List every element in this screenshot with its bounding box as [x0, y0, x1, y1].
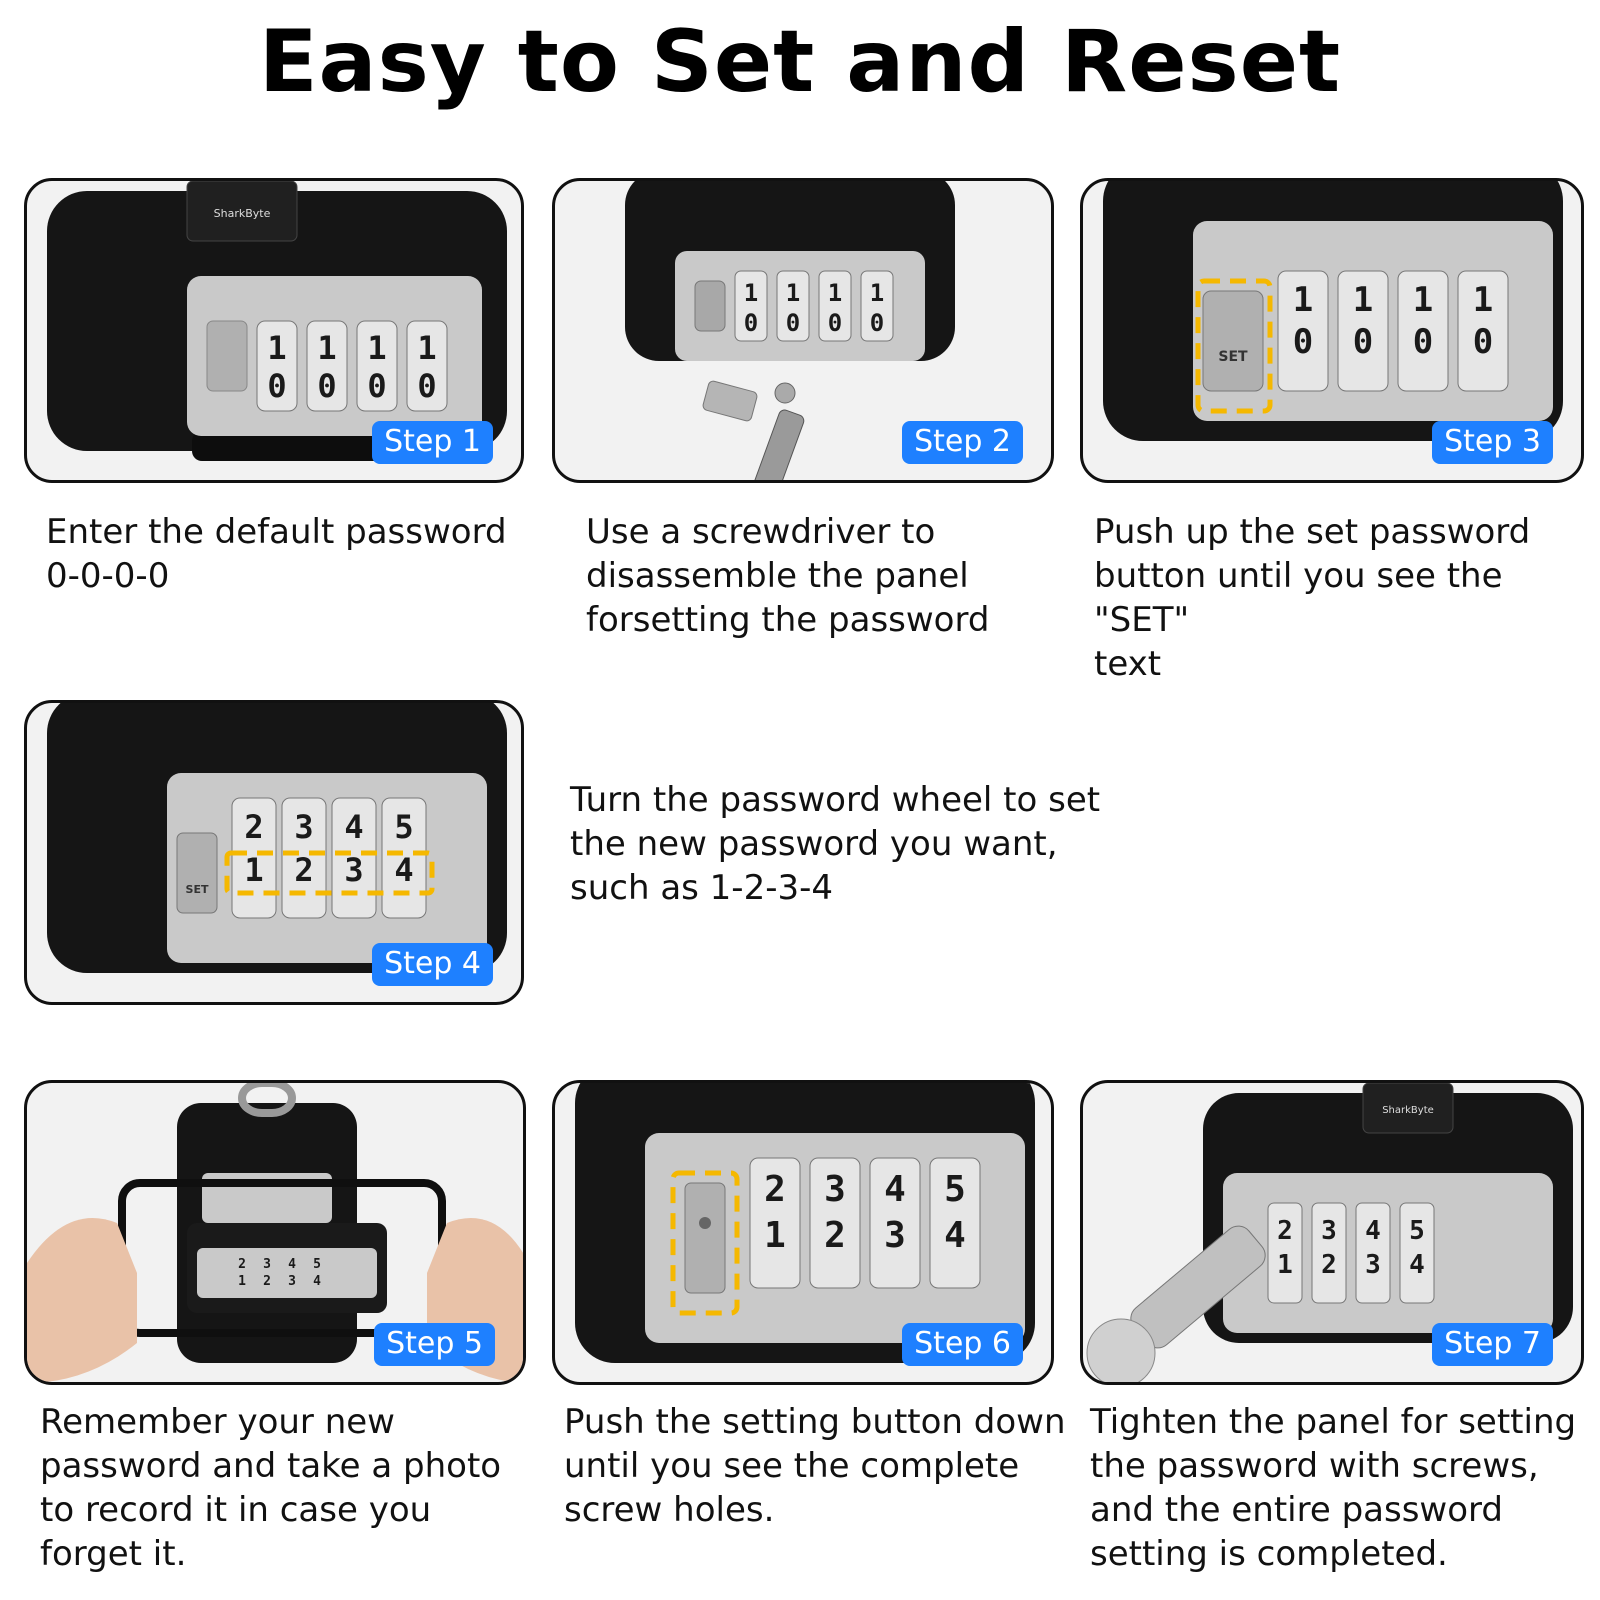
- step-badge: Step 1: [372, 421, 493, 464]
- step-4-card: SET 2 3 4 5 1 2 3 4 Step 4: [24, 700, 524, 1005]
- svg-text:4: 4: [394, 851, 413, 889]
- step-6-lock-illustration: 2 3 4 5 1 2 3 4: [575, 1083, 1035, 1363]
- svg-text:2: 2: [294, 851, 313, 889]
- step-badge: Step 5: [374, 1323, 495, 1366]
- svg-text:3: 3: [344, 851, 363, 889]
- step-7-card: SharkByte 2 3 4 5 1 2 3 4 Step 7: [1080, 1080, 1584, 1385]
- svg-text:1: 1: [1353, 280, 1373, 320]
- highlight-box: [224, 850, 435, 896]
- step-badge: Step 2: [902, 421, 1023, 464]
- svg-text:3: 3: [1365, 1250, 1381, 1280]
- step-4-description: Turn the password wheel to set the new p…: [570, 780, 1101, 908]
- svg-text:SharkByte: SharkByte: [1382, 1105, 1434, 1116]
- step-4-lock-illustration: SET 2 3 4 5 1 2 3 4: [47, 703, 507, 973]
- svg-text:0: 0: [1293, 322, 1313, 362]
- left-hand: [27, 1218, 137, 1382]
- svg-text:4: 4: [944, 1215, 966, 1256]
- svg-text:1: 1: [744, 279, 758, 307]
- svg-text:5: 5: [1409, 1216, 1425, 1246]
- svg-text:2: 2: [244, 808, 263, 846]
- svg-text:3: 3: [884, 1215, 906, 1256]
- highlight-box: [1195, 278, 1273, 414]
- step-7-lock-illustration: SharkByte 2 3 4 5 1 2 3 4: [1086, 1083, 1573, 1382]
- svg-text:1: 1: [786, 279, 800, 307]
- svg-text:0: 0: [267, 367, 286, 405]
- svg-text:2: 2: [263, 1274, 271, 1289]
- step-1-lock-illustration: SharkByte 1 1 1 1 0 0 0 0: [47, 181, 507, 461]
- svg-text:3: 3: [1321, 1216, 1337, 1246]
- step-badge: Step 3: [1432, 421, 1553, 464]
- svg-text:2: 2: [238, 1257, 246, 1272]
- svg-text:1: 1: [1413, 280, 1433, 320]
- svg-text:5: 5: [313, 1257, 321, 1272]
- step-7-description: Tighten the panel for setting the passwo…: [1090, 1402, 1577, 1574]
- step-2-card: 1 1 1 1 0 0 0 0 Step 2: [552, 178, 1054, 483]
- step-6-description: Push the setting button down until you s…: [564, 1402, 1066, 1530]
- svg-text:5: 5: [394, 808, 413, 846]
- svg-text:4: 4: [344, 808, 363, 846]
- svg-text:1: 1: [267, 329, 286, 367]
- set-label: SET: [1218, 349, 1248, 365]
- svg-text:2: 2: [824, 1215, 846, 1256]
- step-5-card: 2 3 4 5 1 2 3 4 Step 5: [24, 1080, 526, 1385]
- svg-text:1: 1: [367, 329, 386, 367]
- svg-text:0: 0: [417, 367, 436, 405]
- svg-text:4: 4: [288, 1257, 296, 1272]
- step-3-lock-illustration: SET 1 1 1 1 0 0 0 0: [1103, 181, 1563, 441]
- step-1-card: SharkByte 1 1 1 1 0 0 0 0 Step 1: [24, 178, 524, 483]
- svg-text:3: 3: [263, 1257, 271, 1272]
- svg-text:1: 1: [238, 1274, 246, 1289]
- svg-text:SET: SET: [186, 883, 209, 896]
- svg-text:4: 4: [1365, 1216, 1381, 1246]
- svg-text:0: 0: [1353, 322, 1373, 362]
- svg-text:1: 1: [1473, 280, 1493, 320]
- svg-text:4: 4: [313, 1274, 321, 1289]
- svg-text:4: 4: [1409, 1250, 1425, 1280]
- page-title: Easy to Set and Reset: [258, 12, 1342, 112]
- svg-text:0: 0: [870, 309, 884, 337]
- step-3-description: Push up the set password button until yo…: [1094, 512, 1531, 684]
- svg-text:1: 1: [828, 279, 842, 307]
- svg-text:2: 2: [1277, 1216, 1293, 1246]
- step-2-description: Use a screwdriver to disassemble the pan…: [586, 512, 990, 640]
- svg-text:1: 1: [1277, 1250, 1293, 1280]
- svg-text:2: 2: [764, 1169, 786, 1210]
- svg-text:4: 4: [884, 1169, 906, 1210]
- step-badge: Step 7: [1432, 1323, 1553, 1366]
- svg-text:1: 1: [417, 329, 436, 367]
- step-badge: Step 4: [372, 943, 493, 986]
- svg-text:3: 3: [824, 1169, 846, 1210]
- svg-text:3: 3: [288, 1274, 296, 1289]
- highlight-box: [670, 1170, 740, 1316]
- svg-text:0: 0: [1413, 322, 1433, 362]
- svg-text:3: 3: [294, 808, 313, 846]
- svg-text:1: 1: [1293, 280, 1313, 320]
- wheels-group: 1 1 1 1 0 0 0 0: [256, 320, 448, 412]
- step-2-lock-illustration: 1 1 1 1 0 0 0 0: [625, 181, 955, 480]
- svg-text:0: 0: [317, 367, 336, 405]
- svg-text:0: 0: [367, 367, 386, 405]
- svg-text:2: 2: [1321, 1250, 1337, 1280]
- svg-text:1: 1: [764, 1215, 786, 1256]
- svg-text:1: 1: [244, 851, 263, 889]
- svg-text:0: 0: [1473, 322, 1493, 362]
- step-3-card: SET 1 1 1 1 0 0 0 0 Step 3: [1080, 178, 1584, 483]
- svg-text:5: 5: [944, 1169, 966, 1210]
- step-5-description: Remember your new password and take a ph…: [40, 1402, 502, 1574]
- step-badge: Step 6: [902, 1323, 1023, 1366]
- svg-text:0: 0: [744, 309, 758, 337]
- step-1-description: Enter the default password 0-0-0-0: [46, 512, 507, 596]
- svg-text:1: 1: [317, 329, 336, 367]
- svg-text:1: 1: [870, 279, 884, 307]
- brand-logo: SharkByte: [214, 207, 271, 220]
- step-6-card: 2 3 4 5 1 2 3 4 Step 6: [552, 1080, 1054, 1385]
- svg-text:0: 0: [786, 309, 800, 337]
- svg-text:0: 0: [828, 309, 842, 337]
